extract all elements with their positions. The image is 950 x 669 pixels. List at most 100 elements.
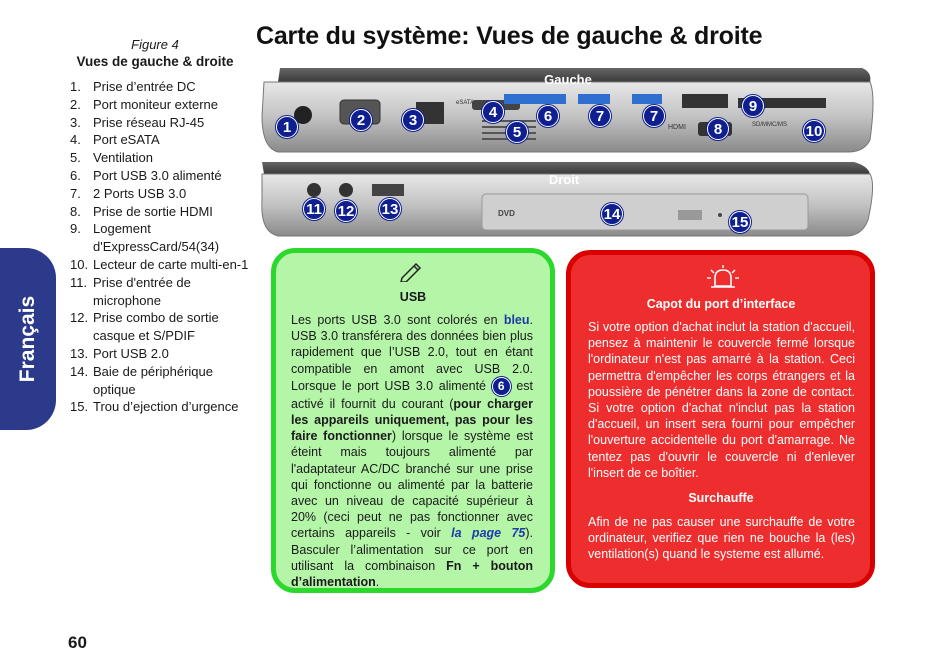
legend-item-number: 14.: [70, 363, 89, 379]
dc-jack-icon: [294, 106, 312, 124]
legend-item-number: 2.: [70, 96, 81, 112]
legend-item-number: 11.: [70, 274, 88, 290]
right-view-callout: 13: [379, 198, 401, 220]
dvd-mark: DVD: [498, 209, 515, 218]
left-view-callout: 4: [482, 101, 504, 123]
legend-item-text: Prise réseau RJ-45: [93, 114, 205, 130]
left-view-callout: 8: [707, 118, 729, 140]
legend-item-text: Prise d'entrée de microphone: [93, 274, 191, 308]
eject-button-icon: [678, 210, 702, 220]
cover-note-body: Si votre option d'achat inclut la statio…: [588, 320, 855, 480]
expresscard-slot-icon: [682, 94, 728, 108]
overheat-note-title: Surchauffe: [688, 491, 754, 505]
usb-port-7b-icon: [578, 94, 610, 104]
page-number: 60: [68, 633, 87, 652]
left-view-callout: 2: [350, 109, 372, 131]
right-view-callout: 12: [335, 200, 357, 222]
legend-item-number: 9.: [70, 221, 81, 237]
usb2-port-icon: [372, 184, 404, 196]
headphone-jack-icon: [339, 183, 353, 197]
legend-item-text: Logement d'ExpressCard/54(34): [93, 221, 220, 255]
legend-item-number: 5.: [70, 150, 81, 166]
optical-bay-icon: [481, 193, 809, 231]
usb-port-7a-icon: [534, 94, 566, 104]
legend-item-text: 2 Ports USB 3.0: [93, 185, 187, 201]
legend-item: 13.Port USB 2.0: [70, 345, 250, 363]
legend-list: 1. Prise d’entrée DC 2. Port moniteur exter…: [70, 78, 250, 416]
language-tab-label: Français: [16, 295, 39, 383]
warning-note-panel: [566, 250, 875, 588]
left-view-callout: 5: [506, 121, 528, 143]
usb-note-title: USB: [399, 290, 427, 304]
figure-label: Figure 4: [131, 37, 179, 52]
legend-item-text: Port eSATA: [93, 132, 160, 148]
legend-item: 9. Logement d'ExpressCard/54(34): [70, 220, 250, 256]
legend-item: 10.Lecteur de carte multi-en-1: [70, 256, 250, 274]
inline-callout-6: 6: [491, 376, 511, 396]
esata-mark: eSATA: [456, 100, 474, 106]
legend-item: 1. Prise d’entrée DC: [70, 78, 250, 96]
legend-item: 6. Port USB 3.0 alimenté: [70, 167, 250, 185]
legend-item-text: Baie de périphérique optique: [93, 363, 213, 397]
legend-item-text: Lecteur de carte multi-en-1: [93, 256, 249, 272]
legend-item-number: 13.: [70, 345, 89, 361]
legend-item-text: Port USB 3.0 alimenté: [93, 167, 222, 183]
legend-item-number: 12.: [70, 310, 89, 326]
legend-item: 2. Port moniteur externe: [70, 96, 250, 114]
legend-item-text: Port moniteur externe: [93, 96, 219, 112]
legend-item-number: 4.: [70, 132, 81, 148]
legend-item: 5. Ventilation: [70, 149, 250, 167]
right-view-callout: 15: [729, 211, 751, 233]
legend-item: 3. Prise réseau RJ-45: [70, 114, 250, 132]
left-view-illustration: eSATA HDMI SD/MMC/MS Gauche: [261, 68, 874, 153]
right-view-illustration: DVD Droit: [261, 162, 874, 237]
legend-item-number: 6.: [70, 167, 81, 183]
legend-item-text: Prise d’entrée DC: [93, 79, 196, 94]
right-lid: [262, 162, 870, 174]
left-view-label: Gauche: [544, 72, 592, 87]
legend-item-number: 15.: [70, 399, 89, 415]
left-view-callout: 6: [537, 105, 559, 127]
usb-port-6-icon: [504, 94, 534, 104]
legend-item-text: Prise combo de sortie casque et S/PDIF: [93, 310, 219, 344]
right-view-callout: 11: [303, 198, 325, 220]
left-view-callout: 1: [276, 116, 298, 138]
page-title: Carte du système: Vues de gauche & droit…: [256, 22, 763, 50]
legend-item-text: Ventilation: [93, 150, 153, 166]
left-view-callout: 7: [589, 105, 611, 127]
legend-item-number: 3.: [70, 114, 81, 130]
mic-jack-icon: [307, 183, 321, 197]
overheat-note-body: Afin de ne pas causer une surchauffe de …: [588, 515, 855, 562]
figure-title: Vues de gauche & droite: [76, 54, 234, 69]
legend-item-text: Port USB 2.0: [93, 345, 169, 361]
usb-note-body: Les ports USB 3.0 sont colorés en bleu. …: [291, 313, 534, 590]
legend-item-text: Prise de sortie HDMI: [93, 203, 213, 219]
legend-item: 12.Prise combo de sortie casque et S/PDI…: [70, 309, 250, 345]
hdmi-mark: HDMI: [668, 124, 686, 131]
legend-item-number: 7.: [70, 185, 81, 201]
left-view-callout: 3: [402, 109, 424, 131]
language-tab: Français: [0, 248, 56, 430]
legend-item: 15.Trou d’ejection d’urgence: [70, 398, 250, 416]
right-view-callout: 14: [601, 203, 623, 225]
card-reader-icon: [738, 98, 826, 108]
legend-item: 7. 2 Ports USB 3.0: [70, 185, 250, 203]
card-mark: SD/MMC/MS: [752, 122, 787, 128]
page-75-link[interactable]: la page 75: [451, 526, 526, 541]
left-view-callout: 9: [742, 95, 764, 117]
legend-item: 11. Prise d'entrée de microphone: [70, 274, 250, 310]
legend-item: 8. Prise de sortie HDMI: [70, 203, 250, 221]
emergency-eject-hole-icon: [718, 213, 722, 217]
legend-item-number: 8.: [70, 203, 81, 219]
legend-item-number: 1.: [70, 79, 81, 94]
usb-port-7c-icon: [632, 94, 662, 104]
legend-item-text: Trou d’ejection d’urgence: [93, 399, 239, 415]
left-lid: [278, 68, 871, 82]
legend-item-number: 10.: [70, 256, 89, 272]
legend-item: 14.Baie de périphérique optique: [70, 363, 250, 399]
alarm-bell-icon: [707, 265, 739, 288]
usb-note-panel: [271, 248, 555, 593]
left-view-callout: 10: [803, 120, 825, 142]
legend-item: 4. Port eSATA: [70, 131, 250, 149]
cover-note-title: Capot du port d’interface: [646, 297, 796, 311]
